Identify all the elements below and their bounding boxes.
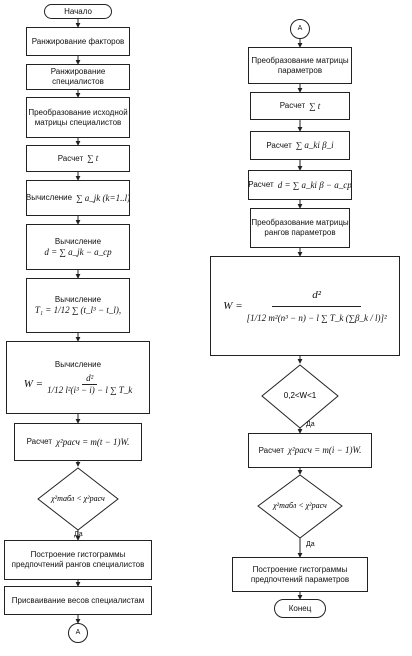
decision-diamond-left <box>37 467 119 531</box>
compute-t-box: Вычисление T₁ = 1/12 ∑ (t_l³ − t_l), <box>26 278 130 333</box>
transform-params-label: Преобразование матрицы параметров <box>251 55 349 75</box>
calc-chi-right-box: Расчет χ²расч = m(i − 1)W. <box>248 433 372 468</box>
start-terminator: Начало <box>44 4 112 19</box>
decision-diamond-right <box>257 474 343 539</box>
compute-w-label: Вычисление <box>54 359 102 369</box>
compute-sum-formula: ∑ a_jk (k=1..l) <box>76 192 130 203</box>
calc-sum-box: Расчет ∑ t <box>26 145 130 172</box>
compute-d-box: Вычисление d = ∑ a_jk − a_cp <box>26 224 130 270</box>
compute-d-label: Вычисление <box>54 236 102 246</box>
histogram-params-box: Построение гистограммы предпочтений пара… <box>232 557 368 592</box>
calc-chi-formula: χ²расч = m(t − 1)W. <box>56 436 130 447</box>
decision-right-text: χ²табл < χ²расч <box>273 501 327 510</box>
decision-right-yes: Да <box>306 541 315 548</box>
transform-ranks-box: Преобразование матрицы рангов параметров <box>250 208 350 248</box>
calc-chi-label: Расчет <box>26 437 53 446</box>
connector-a-right: A <box>290 19 310 39</box>
transform-initial-label: Преобразование исходной матрицы специали… <box>28 107 128 127</box>
w-right-numerator: d² <box>272 289 362 307</box>
transform-params-box: Преобразование матрицы параметров <box>248 47 352 84</box>
end-terminator: Конец <box>274 599 326 618</box>
w-right-symbol: W = <box>223 299 243 312</box>
condition-diamond-right <box>261 364 339 429</box>
start-label: Начало <box>64 6 92 16</box>
calc-sum-ab-formula: ∑ a_ki β_i <box>295 140 334 150</box>
assign-weights-label: Присваивание весов специалистам <box>11 595 145 605</box>
rank-specialists-label: Ранжирование специалистов <box>50 67 106 86</box>
rank-specialists-box: Ранжирование специалистов <box>26 64 130 90</box>
compute-sum-box: Вычисление ∑ a_jk (k=1..l) <box>26 180 130 216</box>
histogram-specialists-label: Построение гистограммы предпочтений ранг… <box>11 550 145 569</box>
condition-right-text: 0,2<W<1 <box>283 391 317 400</box>
w-numerator: d² <box>82 373 98 385</box>
calc-sum-t-label: Расчет <box>279 101 306 110</box>
calc-d-formula: d = ∑ a_ki β − a_cp <box>277 179 352 190</box>
connector-a-left: A <box>68 623 88 643</box>
decision-left-yes: Да <box>74 531 83 538</box>
histogram-params-label: Построение гистограммы предпочтений пара… <box>250 564 350 584</box>
compute-sum-label: Вычисление <box>26 193 73 202</box>
compute-w-box: Вычисление W = d² 1/12 l²(i³ − i) − l ∑ … <box>6 341 150 414</box>
connector-a-right-label: A <box>297 25 303 32</box>
calc-sum-ab-box: Расчет ∑ a_ki β_i <box>250 131 350 160</box>
decision-left-text: χ²табл < χ²расч <box>51 494 105 503</box>
calc-chi-box: Расчет χ²расч = m(t − 1)W. <box>14 423 142 461</box>
w-right-denominator: [1/12 m²(n³ − n) − l ∑ T_k (∑β_k / l)]² <box>246 312 387 323</box>
compute-w-right-box: W = d² [1/12 m²(n³ − n) − l ∑ T_k (∑β_k … <box>210 256 400 356</box>
calc-sum-t-formula: ∑ t <box>309 100 321 111</box>
compute-t-formula: T₁ = 1/12 ∑ (t_l³ − t_l), <box>34 305 122 315</box>
assign-weights-box: Присваивание весов специалистам <box>4 586 152 615</box>
condition-right-yes: Да <box>306 421 315 428</box>
calc-d-box: Расчет d = ∑ a_ki β − a_cp <box>248 170 352 200</box>
calc-sum-label: Расчет <box>57 153 84 163</box>
connector-a-left-label: A <box>75 629 81 636</box>
w-symbol: W = <box>23 377 44 390</box>
w-right-fraction: d² [1/12 m²(n³ − n) − l ∑ T_k (∑β_k / l)… <box>247 289 387 324</box>
calc-chi-right-formula: χ²расч = m(i − 1)W. <box>288 445 362 455</box>
calc-sum-t-box: Расчет ∑ t <box>250 92 350 120</box>
calc-sum-ab-label: Расчет <box>266 140 292 150</box>
rank-factors-box: Ранжирование факторов <box>26 27 130 56</box>
end-label: Конец <box>288 603 312 613</box>
calc-sum-formula: ∑ t <box>87 153 99 163</box>
compute-d-formula: d = ∑ a_jk − a_cp <box>44 246 112 257</box>
transform-initial-box: Преобразование исходной матрицы специали… <box>26 97 130 138</box>
histogram-specialists-box: Построение гистограммы предпочтений ранг… <box>4 540 152 580</box>
calc-chi-right-label: Расчет <box>258 445 285 455</box>
w-fraction: d² 1/12 l²(i³ − i) − l ∑ T_k <box>47 373 132 396</box>
w-denominator: 1/12 l²(i³ − i) − l ∑ T_k <box>47 384 133 395</box>
compute-t-label: Вычисление <box>54 295 102 304</box>
rank-factors-label: Ранжирование факторов <box>31 36 125 46</box>
transform-ranks-label: Преобразование матрицы рангов параметров <box>251 218 349 237</box>
calc-d-label: Расчет <box>248 180 274 189</box>
